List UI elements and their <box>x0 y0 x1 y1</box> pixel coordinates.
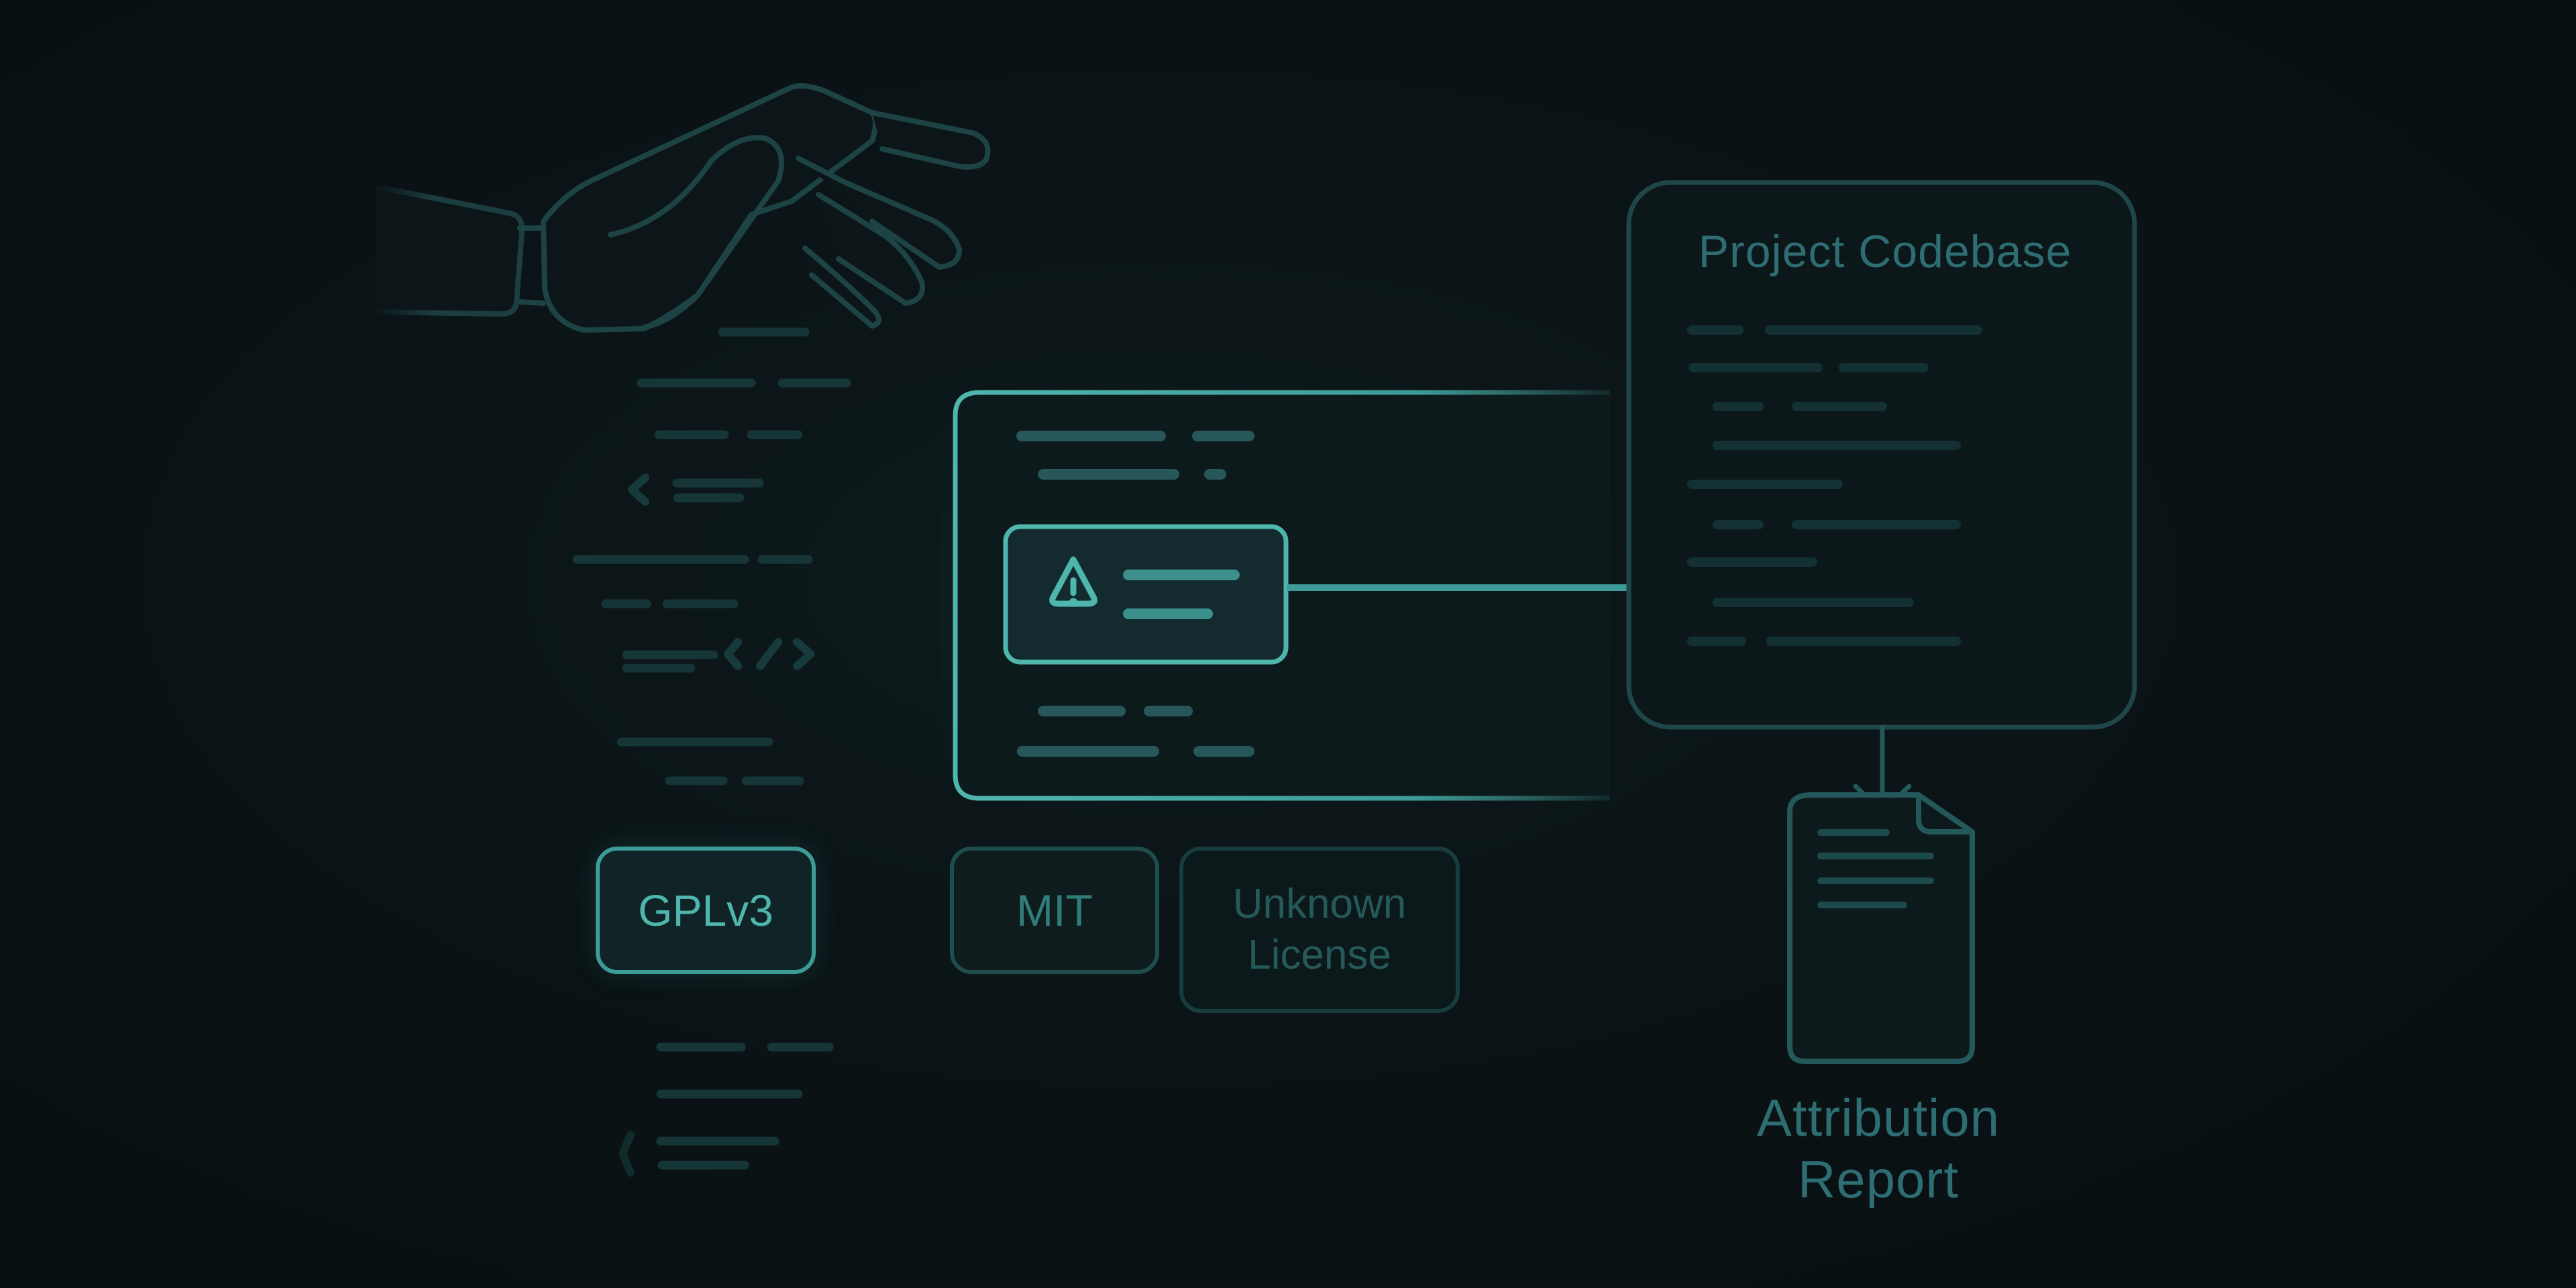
alert-box <box>1003 524 1630 665</box>
robot-hand-icon <box>373 83 991 333</box>
license-label: GPLv3 <box>638 885 773 935</box>
license-badge-unknown[interactable]: Unknown License <box>1179 847 1460 1013</box>
project-codebase-panel <box>1626 180 2137 730</box>
license-label: Unknown License <box>1232 881 1407 978</box>
warning-icon <box>1049 556 1097 607</box>
license-label: MIT <box>1016 885 1093 935</box>
code-stream-left <box>572 327 851 1170</box>
document-icon <box>1787 792 1975 1064</box>
code-brackets-icon <box>619 474 814 1177</box>
attribution-report-title: Attribution Report <box>1756 1088 2000 1209</box>
license-badge-gplv3[interactable]: GPLv3 <box>596 847 816 974</box>
project-codebase-title: Project Codebase <box>1698 226 2072 277</box>
license-badge-mit[interactable]: MIT <box>950 847 1159 974</box>
